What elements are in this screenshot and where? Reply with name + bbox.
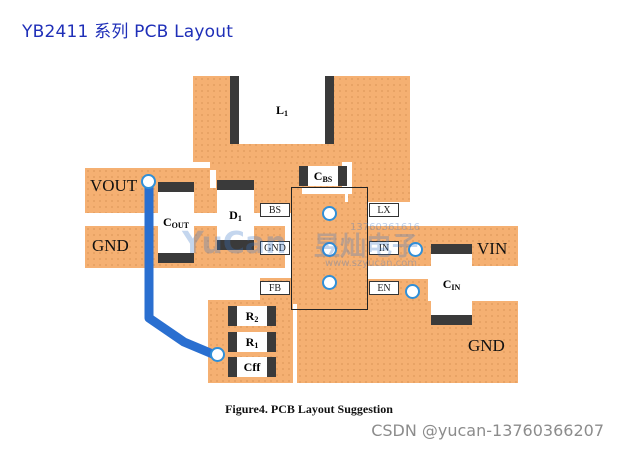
capacitor-cff: Cff [228, 357, 276, 377]
r2-label: R2 [245, 308, 259, 324]
csdn-credit: CSDN @yucan-13760366207 [371, 421, 604, 440]
figure-caption: Figure4. PCB Layout Suggestion [225, 402, 393, 416]
watermark-brand: YuCan [182, 226, 287, 261]
watermark-url: www.szyucan.com [325, 258, 418, 269]
via-in [408, 242, 423, 257]
capacitor-cout: COUT [158, 182, 194, 263]
diode-label: D1 [229, 207, 242, 223]
via-vout [141, 174, 156, 189]
via-en [405, 284, 420, 299]
copper-gnd-right [297, 301, 518, 383]
label-vout: VOUT [90, 176, 138, 195]
watermark-phone: 13760361616 [350, 222, 420, 233]
inductor-label: L1 [275, 102, 288, 118]
label-gnd-left: GND [92, 236, 129, 255]
via-thermal-mid [322, 242, 337, 257]
via-thermal-top [322, 206, 337, 221]
capacitor-cbs: CBS [299, 166, 347, 186]
separator-line [210, 170, 216, 188]
cin-label: CIN [442, 277, 461, 292]
pin-bs: BS [260, 203, 290, 217]
cout-label: COUT [162, 215, 189, 230]
inductor-l1: L1 [230, 76, 334, 144]
capacitor-cin: CIN [431, 244, 472, 325]
cbs-label: CBS [313, 168, 333, 184]
watermark-cn-name: 昱灿电子 [314, 232, 419, 262]
pin-lx: LX [369, 203, 399, 217]
diode-d1: D1 [217, 180, 254, 250]
cff-label: Cff [243, 359, 261, 374]
label-gnd-right: GND [468, 336, 505, 355]
pin-fb: FB [260, 281, 290, 295]
separator-line [345, 180, 348, 202]
via-thermal-bottom [322, 275, 337, 290]
page-title: YB2411 系列 PCB Layout [22, 22, 234, 42]
label-vin: VIN [477, 239, 508, 258]
pin-en: EN [369, 281, 399, 295]
r1-label: R1 [245, 334, 259, 350]
via-feedback [210, 347, 225, 362]
pin-in: IN [369, 241, 399, 255]
resistor-r2: R2 [228, 306, 276, 326]
pin-gnd: GND [260, 241, 290, 255]
ic-package-outline [291, 187, 368, 310]
resistor-r1: R1 [228, 332, 276, 352]
